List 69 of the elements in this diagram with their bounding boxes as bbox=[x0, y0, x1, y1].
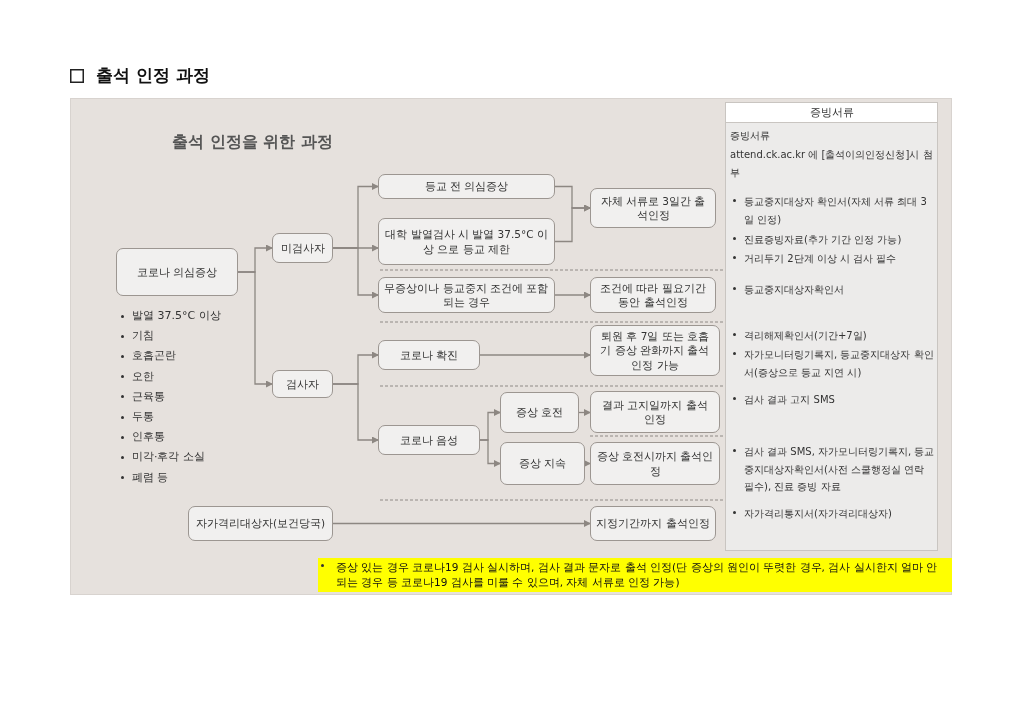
list-item: 폐렴 등 bbox=[118, 469, 169, 485]
diagram-heading: 출석 인정을 위한 과정 bbox=[172, 132, 333, 153]
panel-text: 증빙서류 bbox=[730, 129, 771, 143]
node-label: 코로나 의심증상 bbox=[136, 264, 218, 280]
process-box bbox=[272, 370, 333, 398]
node-label: 자체 서류로 3일간 출석인정 bbox=[599, 193, 707, 223]
arrow bbox=[578, 409, 591, 416]
list-item: 오한 bbox=[118, 368, 154, 384]
process-box bbox=[378, 425, 480, 455]
list-item: 검사 결과 고지 SMS bbox=[730, 391, 935, 409]
list-item: 기침 bbox=[118, 328, 154, 344]
node-label: 등교 전 의심증상 bbox=[424, 179, 509, 194]
arrow bbox=[332, 520, 591, 527]
list-item: 발열 37.5°C 이상 bbox=[118, 308, 221, 323]
node-label: 퇴원 후 7일 또는 호흡기 증상 완화까지 출석인정 가능 bbox=[599, 329, 711, 372]
arrow bbox=[332, 383, 379, 444]
process-box bbox=[590, 325, 720, 376]
list-item: 근육통 bbox=[118, 388, 165, 404]
arrow bbox=[237, 271, 273, 388]
arrow bbox=[479, 351, 591, 359]
list-item: 자가모니터링기록지, 등교중지대상자 확인서(증상으로 등교 지연 시) bbox=[730, 346, 935, 381]
panel-text: attend.ck.ac.kr 에 [출석이의인정신청]시 첨부 bbox=[730, 148, 934, 180]
list-item: 등교중지대상자 확인서(자체 서류 최대 3일 인정) bbox=[730, 193, 935, 228]
node-label: 무증상이나 등교중지 조건에 포함되는 경우 bbox=[384, 280, 549, 310]
process-box bbox=[590, 188, 716, 228]
process-box bbox=[378, 340, 480, 370]
arrow bbox=[479, 439, 501, 467]
node-label: 증상 호전 bbox=[515, 405, 564, 420]
node-label: 대학 발열검사 시 발열 37.5°C 이상 으로 등교 제한 bbox=[384, 227, 549, 256]
process-box bbox=[590, 442, 720, 485]
process-box bbox=[590, 391, 720, 433]
list-item: 호흡곤란 bbox=[118, 348, 176, 364]
node-label: 검사자 bbox=[286, 376, 319, 392]
node-label: 코로나 확진 bbox=[399, 347, 459, 363]
list-item: 거리두기 2단계 이상 시 검사 필수 bbox=[730, 250, 935, 268]
highlighted-note: 증상 있는 경우 코로나19 검사 실시하며, 검사 결과 문자로 출석 인정(단 증상의 원인이 뚜렷한 경우, 검사 실시한지 얼마 안 되는 경우 등 코로나19 검사를 미룰 수 있으며, 자체 서류로 인정 가능) bbox=[318, 558, 952, 592]
node-label: 코로나 음성 bbox=[399, 432, 459, 448]
process-box bbox=[378, 277, 555, 313]
process-box bbox=[116, 248, 238, 296]
node-label: 자가격리대상자(보건당국) bbox=[195, 516, 326, 531]
process-box bbox=[590, 506, 716, 541]
arrow bbox=[584, 460, 591, 467]
list-item: 격리해제확인서(기간+7일) bbox=[730, 327, 935, 345]
list-item: 등교중지대상자확인서 bbox=[730, 281, 935, 299]
arrow bbox=[554, 291, 591, 299]
list-item: 검사 결과 SMS, 자가모니터링기록지, 등교중지대상자확인서(사전 스쿨행정실 연락 필수), 진료 증빙 자료 bbox=[730, 443, 935, 496]
node-label: 결과 고지일까지 출석 인정 bbox=[601, 397, 709, 427]
documents-panel bbox=[725, 102, 938, 551]
list-item: 미각·후각 소실 bbox=[118, 449, 205, 465]
node-label: 지정기간까지 출석인정 bbox=[596, 516, 710, 531]
process-box bbox=[272, 233, 333, 263]
process-box bbox=[188, 506, 333, 541]
process-box bbox=[590, 277, 716, 313]
list-item: 진료증빙자료(추가 기간 인정 가능) bbox=[730, 231, 935, 249]
list-item: 자가격리통지서(자가격리대상자) bbox=[730, 505, 935, 523]
node-label: 증상 호전시까지 출석인정 bbox=[596, 449, 714, 478]
list-item: 두통 bbox=[118, 409, 154, 424]
process-box bbox=[500, 442, 585, 485]
arrow bbox=[554, 204, 591, 243]
node-label: 미검사자 bbox=[280, 240, 325, 256]
panel-header: 증빙서류 bbox=[725, 102, 938, 123]
page-title: 출석 인정 과정 bbox=[96, 64, 210, 87]
arrow bbox=[332, 247, 379, 299]
list-item: 인후통 bbox=[118, 429, 165, 445]
process-box bbox=[500, 392, 579, 433]
process-box bbox=[378, 174, 555, 199]
node-label: 증상 지속 bbox=[518, 456, 567, 471]
node-label: 조건에 따라 필요기간 동안 출석인정 bbox=[599, 280, 707, 310]
process-box bbox=[378, 218, 555, 265]
